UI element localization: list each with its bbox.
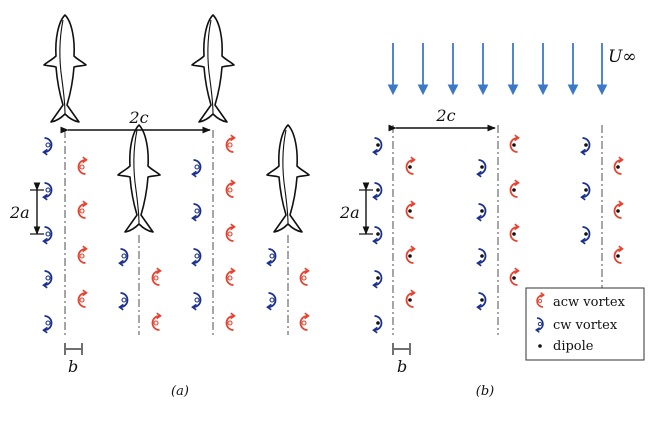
cw-vortex-icon — [42, 270, 53, 289]
panel-a: 2c 2a b — [9, 14, 310, 399]
acw-vortex-icon — [225, 179, 236, 198]
acw-vortex-icon — [77, 289, 88, 308]
acw-vortex-icon — [509, 267, 520, 286]
cw-vortex-icon — [580, 137, 591, 156]
fish-icon — [266, 124, 310, 233]
dipole-icon — [538, 344, 542, 348]
legend-label: acw vortex — [553, 295, 626, 310]
label-2a: 2a — [9, 203, 30, 222]
acw-vortex-icon — [77, 245, 88, 264]
cw-vortex-icon — [191, 203, 202, 222]
freestream-arrows — [387, 43, 608, 96]
legend-item-dipole: dipole — [538, 339, 594, 354]
legend: acw vortex cw vortex dipole — [525, 287, 645, 361]
panel-b-caption: (b) — [476, 384, 494, 399]
acw-vortex-icon — [151, 312, 162, 331]
acw-vortex-icon — [405, 156, 416, 175]
acw-vortex-icon — [405, 289, 416, 308]
cw-vortex-icon — [191, 159, 202, 178]
label-b: b — [397, 357, 407, 376]
acw-vortex-icon — [77, 200, 88, 219]
panel-a-caption: (a) — [171, 384, 189, 399]
acw-vortex-icon — [405, 245, 416, 264]
freestream-label: U∞ — [608, 47, 637, 67]
cw-vortex-icon — [266, 248, 277, 267]
legend-box — [525, 287, 645, 361]
acw-vortex-icon — [225, 267, 236, 286]
acw-vortex-icon — [77, 156, 88, 175]
fish-icon — [43, 14, 87, 123]
cw-vortex-icon — [191, 292, 202, 311]
cw-vortex-icon — [191, 248, 202, 267]
cw-vortex-icon — [476, 159, 487, 178]
cw-vortex-icon — [372, 315, 383, 334]
acw-vortex-icon — [151, 267, 162, 286]
cw-vortex-icon — [476, 203, 487, 222]
cw-vortex-icon — [580, 182, 591, 201]
legend-item-cw: cw vortex — [535, 317, 618, 334]
acw-vortex-icon — [225, 223, 236, 242]
cw-vortex-icon — [372, 182, 383, 201]
acw-vortex-icon — [299, 312, 310, 331]
cw-vortex-icon — [118, 292, 129, 311]
fish-icon — [191, 14, 235, 123]
acw-vortex-icon — [613, 156, 624, 175]
acw-vortex-icon — [405, 200, 416, 219]
legend-label: dipole — [553, 339, 594, 354]
cw-vortex-icon — [42, 182, 53, 201]
cw-vortex-icon — [42, 226, 53, 245]
legend-item-acw: acw vortex — [536, 291, 626, 310]
cw-vortex-icon — [372, 270, 383, 289]
cw-vortex-icon — [42, 137, 53, 156]
acw-vortex-icon — [509, 179, 520, 198]
cw-vortex-icon — [266, 292, 277, 311]
acw-vortex-icon — [509, 223, 520, 242]
acw-vortex-icon — [225, 134, 236, 153]
cw-vortex-icon — [118, 248, 129, 267]
acw-vortex-icon — [225, 312, 236, 331]
acw-vortex-icon — [299, 267, 310, 286]
label-2c: 2c — [435, 106, 455, 125]
cw-vortex-icon — [372, 137, 383, 156]
cw-vortex-icon — [580, 226, 591, 245]
panel-b: U∞ 2c 2a b — [339, 43, 645, 399]
cw-vortex-icon — [476, 292, 487, 311]
cw-vortex-icon — [42, 315, 53, 334]
label-2a: 2a — [339, 203, 360, 222]
fish-icon — [117, 124, 161, 233]
label-b: b — [68, 357, 78, 376]
cw-vortex-icon — [372, 226, 383, 245]
acw-vortex-icon — [613, 200, 624, 219]
legend-label: cw vortex — [553, 318, 618, 333]
cw-vortex-icon — [476, 248, 487, 267]
acw-vortex-icon — [509, 134, 520, 153]
label-2c: 2c — [128, 108, 148, 127]
acw-vortex-icon — [613, 245, 624, 264]
